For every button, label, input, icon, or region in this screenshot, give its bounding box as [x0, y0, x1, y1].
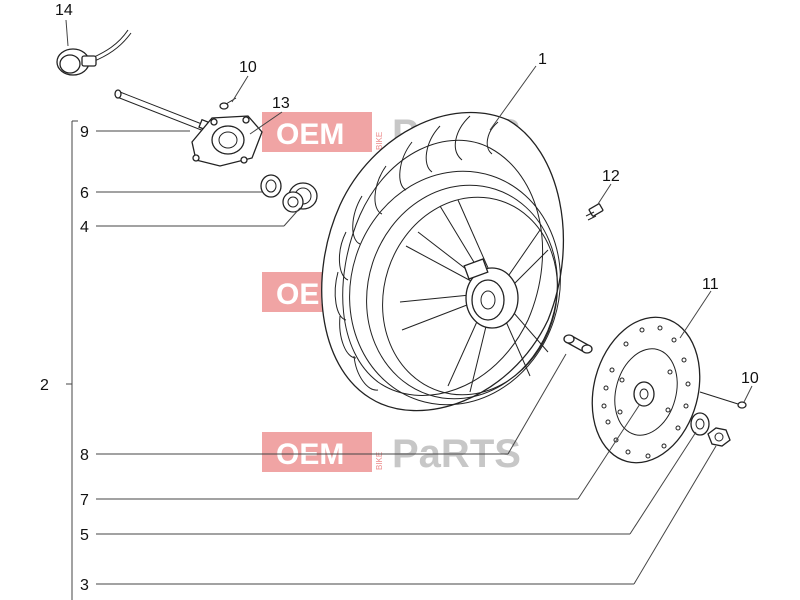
- brake-disc-holes: [601, 325, 691, 459]
- screw-part-right[interactable]: [699, 391, 747, 409]
- callout-11: 11: [702, 276, 719, 293]
- callout-14: 14: [55, 2, 73, 19]
- callout-13: 13: [272, 95, 290, 112]
- axle-bushing-part[interactable]: [563, 334, 593, 354]
- watermark-bike-text: BIKE: [375, 132, 384, 150]
- bearing-part[interactable]: [282, 182, 318, 213]
- callout-5: 5: [80, 527, 89, 544]
- callout-10-right: 10: [741, 370, 759, 387]
- watermark-oem-text: OEM: [276, 118, 344, 151]
- callout-6: 6: [80, 185, 89, 202]
- callout-4: 4: [80, 219, 89, 236]
- callout-1: 1: [538, 51, 547, 68]
- nut-part[interactable]: [707, 427, 731, 447]
- callout-8: 8: [80, 447, 89, 464]
- spacer-part[interactable]: [260, 174, 282, 198]
- callout-7: 7: [80, 492, 89, 509]
- wheel-axle-part[interactable]: [114, 89, 216, 134]
- screw-part-top[interactable]: [219, 97, 237, 110]
- brake-disc-part[interactable]: [577, 305, 716, 475]
- speedometer-gear-flange-part[interactable]: [191, 115, 263, 167]
- callout-3: 3: [80, 577, 89, 594]
- group-bracket: [66, 120, 78, 600]
- callout-10-top: 10: [239, 59, 257, 76]
- speedometer-drive-part[interactable]: [56, 29, 132, 76]
- callout-2: 2: [40, 377, 49, 394]
- leader-lines: [65, 19, 753, 585]
- callout-9: 9: [80, 124, 89, 141]
- watermark-bike-text: BIKE: [375, 452, 384, 470]
- callout-12: 12: [602, 168, 620, 185]
- bolt-part[interactable]: [585, 203, 604, 221]
- front-wheel-part[interactable]: [320, 111, 591, 433]
- callout-labels: 14 10 13 9 6 4 1 12 11 10 2 8 7 5 3: [40, 2, 759, 594]
- washer-part[interactable]: [690, 412, 710, 436]
